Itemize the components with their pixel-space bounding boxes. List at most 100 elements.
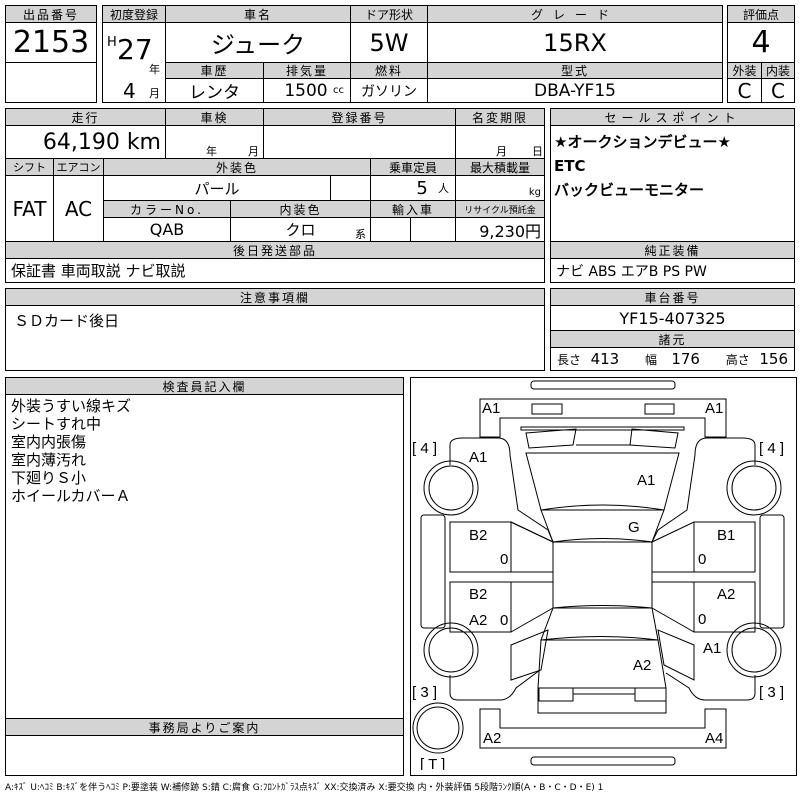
inspector-item: 室内内張傷 bbox=[11, 433, 87, 451]
interior-label: 内装 bbox=[761, 62, 795, 79]
inspector-item: 室内薄汚れ bbox=[11, 451, 87, 469]
ext-color: パール bbox=[103, 175, 331, 201]
mark-front-bumper-left: A1 bbox=[482, 400, 500, 417]
quarter-window-left bbox=[510, 629, 549, 681]
chassis-label: 車台番号 bbox=[550, 288, 795, 306]
front-door-right bbox=[693, 521, 756, 573]
inspector-item: ホイールカバーＡ bbox=[11, 487, 131, 505]
tire-front-right: [ 4 ] bbox=[759, 440, 784, 457]
spare-tire bbox=[412, 702, 464, 754]
rear-door-right bbox=[693, 581, 756, 633]
rear-door-right-edge bbox=[651, 581, 695, 633]
front-bumper bbox=[479, 398, 727, 438]
lot-empty bbox=[5, 62, 97, 103]
exterior-label: 外装 bbox=[727, 62, 762, 79]
import-label: 輸入車 bbox=[370, 200, 456, 218]
fuel: ガソリン bbox=[350, 78, 428, 103]
color-no-label: カラーNo. bbox=[103, 200, 231, 218]
history: レンタ bbox=[165, 78, 264, 103]
displacement-cell: 1500 cc bbox=[263, 78, 351, 103]
rear-bumper bbox=[479, 708, 727, 749]
reg-year: 27 bbox=[117, 33, 153, 66]
windshield bbox=[540, 504, 665, 543]
legend: A:ｷｽﾞ U:ﾍｺﾐ B:ｷｽﾞを伴うﾍｺﾐ P:要塗装 W:補修跡 S:錆 … bbox=[5, 783, 604, 793]
mark-front-door-left: B2 bbox=[469, 527, 487, 544]
mark-rear-bumper-right: A4 bbox=[705, 730, 723, 747]
capacity-cell: 5 人 bbox=[370, 175, 456, 201]
inspection-year-unit: 年 bbox=[206, 145, 217, 158]
name-change-label: 名変期限 bbox=[455, 108, 545, 126]
reg-no-label: 登録番号 bbox=[263, 108, 456, 126]
height-label: 高さ bbox=[725, 353, 750, 367]
ac: AC bbox=[53, 175, 104, 242]
sales-points-label: セールスポイント bbox=[550, 108, 795, 126]
model-label: 型式 bbox=[427, 62, 723, 79]
length-label: 長さ bbox=[557, 353, 582, 367]
notes: ＳＤカード後日 bbox=[5, 305, 545, 371]
car-damage-diagram: A1 A1 [ 4 ] [ 4 ] A1 A1 G B2 0 B1 0 B2 A… bbox=[412, 380, 785, 770]
max-load-label: 最大積載量 bbox=[455, 158, 545, 176]
capacity: 5 bbox=[416, 177, 428, 199]
length: 413 bbox=[590, 350, 620, 368]
later-parts: 保証書 車両取説 ナビ取説 bbox=[5, 258, 545, 283]
first-reg-cell: H 27 年 4 月 bbox=[102, 22, 166, 103]
displacement: 1500 bbox=[284, 80, 328, 101]
wheel-rear-left bbox=[423, 622, 479, 678]
wheel-front-right bbox=[726, 460, 782, 516]
inspector-item: シートすれ中 bbox=[11, 415, 102, 433]
recycle-fee: 9,230円 bbox=[455, 217, 545, 242]
tire-front-left: [ 4 ] bbox=[412, 440, 437, 457]
score-label: 評価点 bbox=[727, 5, 795, 23]
roof bbox=[552, 541, 653, 609]
model: DBA-YF15 bbox=[427, 78, 723, 103]
side-step-left bbox=[420, 514, 446, 629]
import-a bbox=[370, 217, 411, 242]
front-lamps bbox=[525, 428, 679, 449]
tire-rear-right: [ 3 ] bbox=[759, 684, 784, 701]
mark-hood: A1 bbox=[637, 472, 655, 489]
later-parts-label: 後日発送部品 bbox=[5, 241, 545, 259]
side-step-right bbox=[759, 514, 785, 629]
mark-rear-door-right-zero: 0 bbox=[698, 611, 706, 628]
mark-front-door-left-zero: 0 bbox=[500, 551, 508, 568]
ext-color-extra bbox=[330, 175, 371, 201]
width-label: 幅 bbox=[645, 353, 658, 367]
sales-point-item: ★オークションデビュー★ bbox=[554, 133, 731, 151]
equipment: ナビ ABS エアB PS PW bbox=[550, 258, 795, 283]
grade: 15RX bbox=[427, 22, 723, 63]
shift-label: シフト bbox=[5, 158, 54, 176]
front-glass-bar bbox=[530, 380, 676, 390]
shift: FAT bbox=[5, 175, 54, 242]
mark-rear-door-left-2: A2 bbox=[469, 612, 487, 629]
inspector-label: 検査員記入欄 bbox=[5, 377, 404, 395]
front-fender-right bbox=[650, 437, 756, 544]
rear-door-left bbox=[449, 581, 512, 633]
displacement-label: 排気量 bbox=[263, 62, 351, 79]
lot-no: 2153 bbox=[5, 22, 97, 63]
import-b bbox=[410, 217, 456, 242]
spec-label: 諸元 bbox=[550, 330, 795, 348]
inspector-notes: 外装うすい線キズ シートすれ中 室内内張傷 室内薄汚れ 下廻りＳ小 ホイールカバ… bbox=[5, 394, 404, 719]
inspection-month-unit: 月 bbox=[248, 145, 259, 158]
inspection-cell: 年 月 bbox=[165, 125, 264, 159]
damage-diagram-frame bbox=[410, 377, 797, 776]
rear-door-left-edge bbox=[510, 581, 554, 633]
int-color-label: 内装色 bbox=[230, 200, 371, 218]
name-change-day-unit: 日 bbox=[532, 145, 543, 158]
quarter-window-right bbox=[657, 629, 695, 681]
displacement-unit: cc bbox=[333, 85, 344, 96]
mark-trunk: A2 bbox=[633, 657, 651, 674]
mark-windshield: G bbox=[628, 519, 640, 536]
capacity-label: 乗車定員 bbox=[370, 158, 456, 176]
first-reg-label: 初度登録 bbox=[102, 5, 166, 23]
height: 156 bbox=[759, 350, 788, 368]
headlight-left bbox=[531, 403, 563, 415]
int-color-unit: 系 bbox=[355, 228, 366, 241]
mark-rear-door-left: B2 bbox=[469, 586, 487, 603]
taillight-right bbox=[634, 687, 667, 702]
car-name: ジューク bbox=[165, 22, 351, 63]
mileage: 64,190 km bbox=[5, 125, 166, 159]
car-name-label: 車名 bbox=[165, 5, 351, 23]
ac-label: エアコン bbox=[53, 158, 104, 176]
tire-spare: [ T ] bbox=[420, 756, 445, 770]
